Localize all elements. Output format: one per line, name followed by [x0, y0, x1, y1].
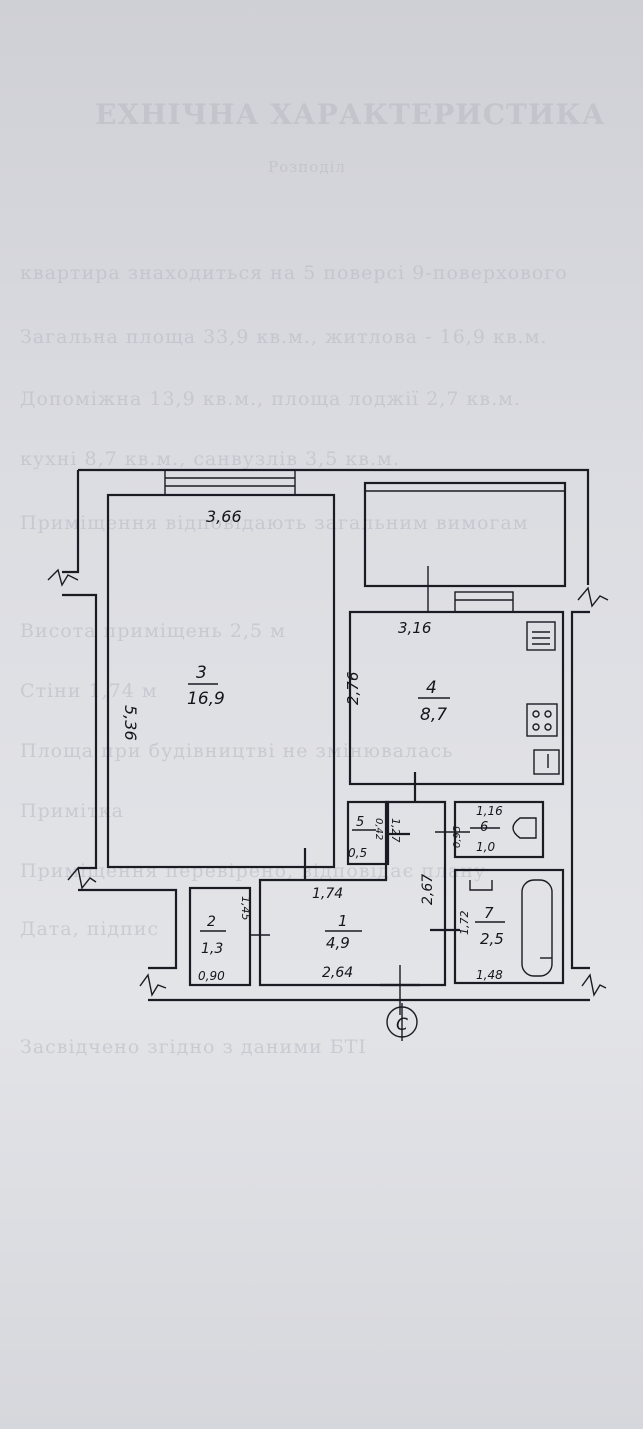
- room-1-outline: [258, 800, 447, 987]
- ghost-text-7: Приміщення відповідають загальним вимога…: [20, 512, 529, 534]
- room-6-number: 6: [480, 820, 488, 835]
- room-4-area: 8,7: [420, 705, 447, 725]
- north-mark-label: C: [396, 1015, 408, 1035]
- bathtub-icon: [521, 879, 553, 977]
- room-4-outline: [348, 610, 565, 786]
- kitchen-sink-icon: [526, 621, 556, 651]
- room-3-width: 3,66: [206, 507, 242, 526]
- outer-wall: [62, 468, 590, 1002]
- room-2-number: 2: [207, 914, 216, 930]
- break-mark-left-lower: [67, 866, 97, 890]
- room-5-number: 5: [356, 815, 364, 830]
- toilet-icon: [512, 817, 537, 839]
- break-mark-right: [577, 586, 609, 608]
- room-2-outline: [188, 886, 252, 987]
- room-1-opening: 1,74: [312, 886, 343, 902]
- room-6-outline: [453, 800, 545, 859]
- room-3-area: 16,9: [187, 689, 225, 709]
- room-1-number: 1: [338, 912, 348, 930]
- room-3-window: [164, 469, 296, 496]
- room-7-area: 2,5: [480, 930, 504, 948]
- room-1-area: 4,9: [326, 934, 350, 952]
- ghost-text-3: квартира знаходиться на 5 поверсі 9-пове…: [20, 262, 568, 284]
- ghost-text-10: Площа при будівництві не змінювалась: [20, 740, 454, 762]
- room-4-length: 2,76: [344, 672, 362, 705]
- room-1-length: 2,67: [420, 874, 436, 905]
- room-5-width: 1,27: [389, 818, 402, 843]
- room-2-area: 1,3: [201, 941, 223, 957]
- ghost-text-12: Приміщення перевірено, відповідає плану: [20, 860, 487, 882]
- room-6-width: 1,16: [476, 804, 503, 818]
- room-4-number: 4: [426, 678, 437, 698]
- room-6-length: 0,95: [452, 826, 463, 848]
- ghost-text-11: Примітка: [20, 800, 124, 822]
- room-3-length: 5,36: [121, 705, 140, 741]
- room-4-window: [454, 591, 514, 613]
- room-3-number: 3: [196, 663, 207, 683]
- room-7-width: 1,48: [476, 968, 503, 982]
- room-7-number: 7: [484, 904, 494, 922]
- stove-icon: [526, 703, 558, 737]
- room-2-length: 1,45: [239, 896, 252, 921]
- break-mark-bottom-left: [139, 973, 167, 997]
- loggia-outline: [363, 481, 567, 588]
- ghost-text-13: Дата, підпис: [20, 918, 160, 940]
- ghost-text-9: Стіни 1,74 м: [20, 680, 158, 702]
- break-mark-left: [47, 568, 79, 587]
- room-2-width: 0,90: [198, 969, 225, 983]
- room-3-outline: [106, 493, 336, 869]
- room-1-width: 2,64: [322, 965, 353, 981]
- break-mark-bottom-right: [581, 973, 607, 997]
- ghost-text-14: Засвідчено згідно з даними БТІ: [20, 1036, 367, 1058]
- kitchen-counter-icon: [533, 749, 560, 775]
- ghost-text-4: Загальна площа 33,9 кв.м., житлова - 16,…: [20, 326, 548, 348]
- room-5-length: 0,42: [373, 818, 384, 840]
- ghost-text-6: кухні 8,7 кв.м., санвузлів 3,5 кв.м.: [20, 448, 400, 470]
- ghost-text-8: Висота приміщень 2,5 м: [20, 620, 286, 642]
- ghost-text-1: ЕХНІЧНА ХАРАКТЕРИСТИКА: [95, 98, 606, 131]
- room-5-area: 0,5: [348, 846, 367, 860]
- room-4-width: 3,16: [398, 619, 431, 637]
- room-7-outline: [453, 868, 565, 985]
- ghost-text-2: Розподіл: [268, 158, 346, 176]
- room-6-area: 1,0: [476, 840, 495, 854]
- room-7-length: 1,72: [458, 911, 471, 936]
- ghost-text-5: Допоміжна 13,9 кв.м., площа лоджії 2,7 к…: [20, 388, 521, 410]
